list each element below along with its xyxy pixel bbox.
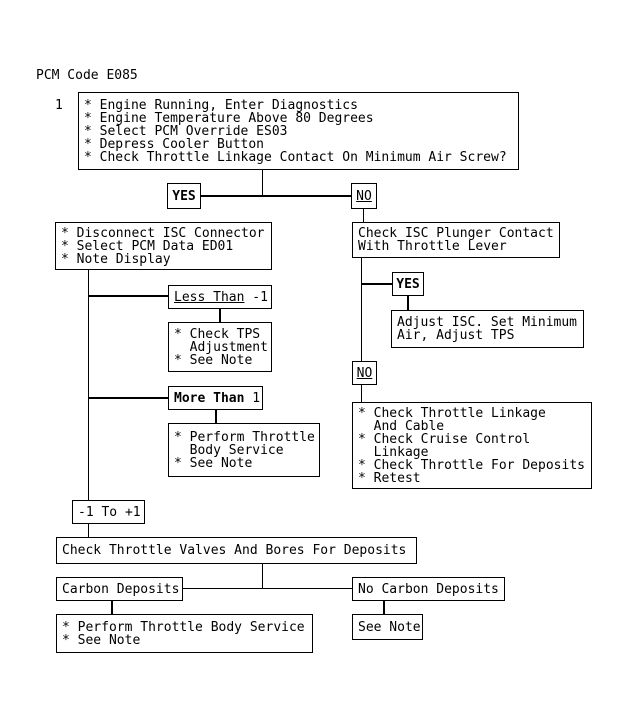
no-carbon-deposits-box: No Carbon Deposits — [352, 577, 505, 601]
connector-morethan-down — [215, 409, 217, 424]
no-branch-label-right: NO — [352, 361, 377, 385]
box-line: * Select PCM Data ED01 — [61, 238, 234, 254]
connector-to-yes-right — [361, 283, 392, 285]
box-line: NO — [356, 365, 373, 381]
connector-yesright-down — [407, 295, 409, 311]
start-conditions-box: * Engine Running, Enter Diagnostics * En… — [78, 92, 519, 170]
box-line: Linkage — [358, 444, 429, 460]
box-line: Less Than -1 — [174, 291, 271, 304]
check-isc-plunger-box: Check ISC Plunger Contact With Throttle … — [352, 222, 560, 258]
more-than-value: 1 — [244, 390, 261, 406]
connector-yes-no — [201, 195, 351, 197]
connector-to-morethan — [88, 397, 168, 399]
more-than-bold: More Than — [174, 390, 245, 406]
box-line: * Engine Running, Enter Diagnostics — [84, 97, 358, 113]
connector-no-down — [362, 209, 364, 223]
box-line: * Select PCM Override ES03 — [84, 123, 288, 139]
connector-carbon-down — [111, 600, 113, 615]
box-line: Body Service — [174, 442, 284, 458]
connector-nocarbon-down — [383, 600, 385, 615]
see-note-box: See Note — [352, 614, 423, 640]
box-line: Adjust ISC. Set Minimum — [397, 315, 578, 330]
box-line: Check Throttle Valves And Bores For Depo… — [62, 543, 407, 558]
box-line: * Check Cruise Control — [358, 431, 531, 447]
box-line: NO — [356, 188, 372, 204]
check-tps-box: * Check TPS Adjustment * See Note — [168, 322, 272, 372]
box-line: * See Note — [174, 352, 253, 368]
box-line: -1 To +1 — [78, 504, 141, 520]
yes-branch-label-left: YES — [167, 183, 201, 209]
check-valves-box: Check Throttle Valves And Bores For Depo… — [56, 537, 417, 564]
box-line: Carbon Deposits — [62, 581, 180, 597]
box-line: And Cable — [358, 418, 445, 434]
connector-left-trunk — [87, 270, 89, 501]
perform-body-service-box: * Perform Throttle Body Service * See No… — [56, 614, 313, 653]
box-line: * Check Throttle For Deposits — [358, 457, 585, 473]
box-line: Air, Adjust TPS — [397, 328, 515, 343]
range-box: -1 To +1 — [72, 500, 145, 524]
connector-valves-down — [261, 563, 263, 589]
box-line: * Engine Temperature Above 80 Degrees — [84, 110, 374, 126]
connector-to-lessthan — [88, 295, 168, 297]
box-line: * Perform Throttle — [174, 429, 315, 445]
step-number: 1 — [55, 98, 63, 113]
box-line: * See Note — [174, 455, 253, 471]
box-line: Adjustment — [174, 339, 268, 355]
connector-right-trunk — [360, 258, 362, 362]
disconnect-isc-box: * Disconnect ISC Connector * Select PCM … — [55, 222, 272, 270]
box-line: More Than 1 — [174, 392, 262, 405]
box-line: * Check Throttle Linkage — [358, 405, 546, 421]
less-than-value: -1 — [244, 289, 268, 305]
connector-noright-down — [360, 385, 362, 403]
carbon-deposits-box: Carbon Deposits — [56, 577, 183, 601]
box-line: * Check Throttle Linkage Contact On Mini… — [84, 149, 507, 165]
box-line: * Disconnect ISC Connector — [61, 225, 265, 241]
less-than-underlined: Less Than — [174, 289, 245, 305]
box-line: * See Note — [62, 632, 141, 648]
connector-lessthan-down — [219, 308, 221, 323]
less-than-box: Less Than -1 — [168, 285, 272, 309]
yes-branch-label-right: YES — [392, 272, 424, 296]
check-linkage-box: * Check Throttle Linkage And Cable * Che… — [352, 402, 592, 489]
box-line: * Retest — [358, 470, 421, 486]
box-line: YES — [396, 276, 420, 292]
more-than-box: More Than 1 — [168, 386, 263, 410]
box-line: YES — [172, 188, 196, 204]
connector-carbon-nocarbon — [183, 587, 352, 589]
perform-throttle-service-box: * Perform Throttle Body Service * See No… — [168, 423, 320, 477]
connector-start-down — [261, 170, 263, 197]
box-line: No Carbon Deposits — [358, 581, 499, 597]
box-line: See Note — [358, 619, 421, 635]
box-line: Check ISC Plunger Contact — [358, 226, 554, 241]
box-line: * Perform Throttle Body Service — [62, 619, 305, 635]
connector-range-down — [87, 523, 89, 538]
flowchart-title: PCM Code E085 — [36, 68, 138, 83]
box-line: With Throttle Lever — [358, 239, 507, 254]
adjust-isc-box: Adjust ISC. Set Minimum Air, Adjust TPS — [391, 310, 584, 348]
box-line: * Depress Cooler Button — [84, 136, 265, 152]
no-branch-label-left: NO — [351, 183, 377, 209]
box-line: * Check TPS — [174, 326, 261, 342]
box-line: * Note Display — [61, 251, 171, 267]
